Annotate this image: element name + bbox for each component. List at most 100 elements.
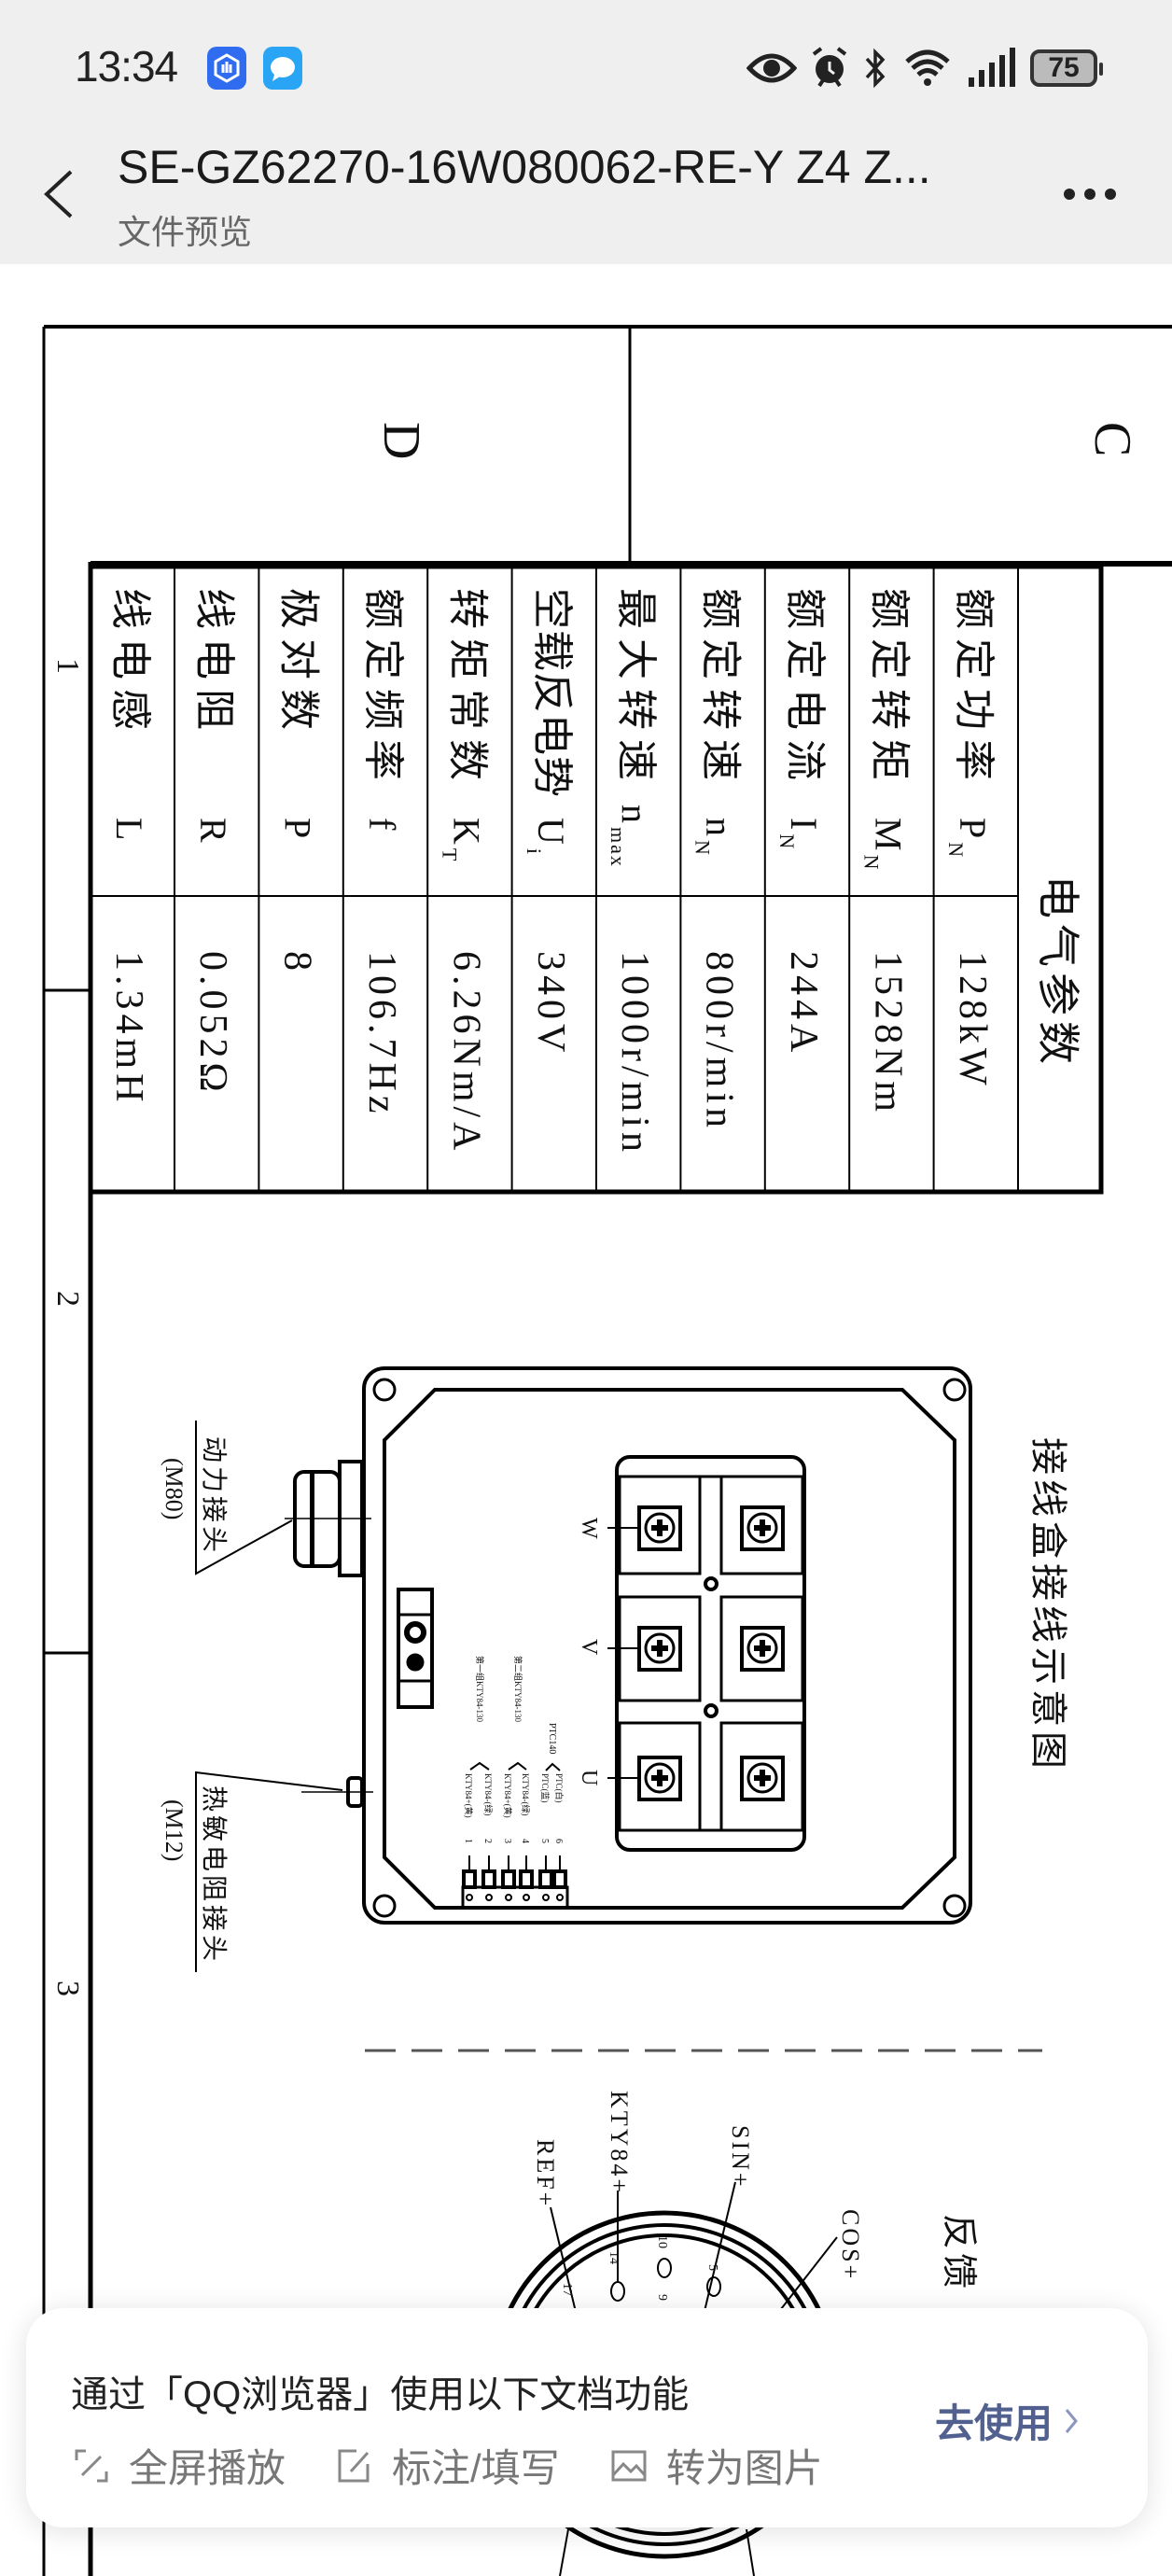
battery-icon: 75	[1030, 49, 1103, 87]
param-label: 线电感	[107, 588, 153, 739]
signal-label-kty84: KTY84+	[606, 2091, 633, 2195]
terminal-screw-icon	[637, 1756, 682, 1801]
param-label: 空载反电势	[529, 588, 575, 798]
power-connector-label: 动力接头	[199, 1436, 229, 1556]
chevron-right-icon	[1065, 2408, 1078, 2433]
param-label: 额定转速	[698, 588, 744, 790]
param-symbol: K	[445, 818, 487, 845]
terminal-pin	[552, 1855, 567, 1901]
messages-app-icon	[263, 47, 302, 90]
param-symbol: P	[952, 818, 994, 838]
param-symbol-subscript: N	[775, 833, 799, 850]
pin-number: 5	[705, 2264, 719, 2271]
pin-number: 5	[539, 1839, 550, 1843]
param-symbol: n	[614, 805, 656, 823]
signal-icon	[969, 48, 1015, 87]
zone-number-3: 3	[50, 1981, 85, 1996]
param-symbol: f	[361, 818, 403, 831]
param-symbol: P	[277, 818, 319, 838]
param-symbol: L	[108, 818, 150, 840]
image-icon	[611, 2450, 647, 2481]
pin-number: 3	[502, 1839, 512, 1843]
table-title: 电气参数	[1034, 875, 1081, 1070]
qq-browser-promo-card[interactable]: 通过「QQ浏览器」使用以下文档功能 全屏播放 标注/填写 转为图片 去使用	[26, 2308, 1148, 2527]
fullscreen-icon	[75, 2449, 108, 2482]
param-value: 340V	[529, 951, 572, 1057]
thermistor-connector-label: 热敏电阻接头	[199, 1785, 229, 1965]
fullscreen-feature[interactable]: 全屏播放	[73, 2437, 286, 2494]
param-symbol-subscript: max	[607, 827, 630, 868]
zone-number-1: 1	[50, 658, 85, 674]
pin-label: KTY84-(绿)	[483, 1773, 494, 1816]
param-symbol-subscript: i	[523, 848, 546, 856]
edit-icon	[338, 2449, 370, 2482]
param-value: 106.7Hz	[360, 951, 403, 1117]
pin-number: 14	[607, 2251, 621, 2264]
param-label: 转矩常数	[444, 588, 490, 790]
terminal-screw-icon	[740, 1505, 785, 1551]
param-value: 1528Nm	[866, 951, 909, 1116]
param-label: 额定功率	[951, 588, 997, 790]
pin-number: 6	[553, 1839, 564, 1843]
go-use-label: 去使用	[935, 2401, 1053, 2445]
terminal-pin	[538, 1855, 553, 1901]
pin-number: 9	[655, 2294, 669, 2301]
param-symbol-subscript: N	[859, 855, 883, 872]
promo-message: 通过「QQ浏览器」使用以下文档功能	[71, 2374, 690, 2415]
junction-box-title: 接线盒接线示意图	[1027, 1437, 1069, 1773]
table-row: 最大转速 n max 1000r/min	[607, 588, 659, 1156]
param-symbol-subscript: T	[438, 848, 461, 862]
pin-number: 10	[655, 2235, 669, 2248]
param-symbol: M	[867, 818, 909, 851]
table-row: 额定转速 nN 800r/min	[691, 588, 744, 1132]
bluetooth-icon	[865, 48, 886, 89]
param-symbol: U	[530, 818, 572, 845]
accessibility-app-icon	[207, 47, 246, 90]
signal-label-cos: COS+	[837, 2209, 864, 2281]
param-symbol: I	[783, 818, 825, 830]
phase-label-u: U	[577, 1770, 601, 1785]
param-symbol-subscript: N	[691, 840, 715, 857]
annotate-label: 标注/填写	[392, 2446, 560, 2490]
param-symbol: n	[699, 818, 741, 836]
terminal-screw-icon	[740, 1756, 785, 1801]
param-label: 最大转速	[613, 588, 659, 790]
back-button[interactable]	[37, 168, 84, 220]
ptc-group-label: PTC140	[547, 1723, 557, 1754]
power-connector-size: (M80)	[160, 1458, 188, 1519]
app-bar	[0, 135, 1172, 264]
to-image-feature[interactable]: 转为图片	[610, 2437, 823, 2494]
to-image-label: 转为图片	[665, 2446, 823, 2490]
terminal-pin	[519, 1855, 534, 1901]
param-value: 800r/min	[698, 951, 741, 1132]
pin-label: PTC(蓝)	[540, 1773, 551, 1803]
junction-box-diagram	[195, 1366, 972, 1972]
terminal-screw-icon	[637, 1626, 682, 1672]
cad-drawing[interactable]: D C 1 2 3 电气参数 额定功率PN128kW额定转矩MN1528Nm额定…	[0, 264, 1172, 2576]
param-value: 6.26Nm/A	[444, 951, 487, 1155]
table-row: 额定转矩 MN 1528Nm	[859, 588, 912, 1116]
go-use-button[interactable]: 去使用	[935, 2392, 1079, 2449]
pin-number: 4	[520, 1839, 530, 1843]
param-symbol: R	[192, 818, 234, 843]
pin-label: KTY84-(绿)	[521, 1773, 531, 1816]
param-value: 1000r/min	[613, 951, 656, 1156]
annotate-feature[interactable]: 标注/填写	[336, 2437, 560, 2494]
more-options-button[interactable]	[1062, 183, 1118, 205]
signal-label-sin: SIN+	[727, 2125, 754, 2190]
param-label: 线电阻	[191, 588, 237, 739]
param-value: 0.052Ω	[191, 951, 234, 1097]
alarm-icon	[812, 47, 847, 88]
phase-label-v: V	[577, 1639, 601, 1656]
param-value: 8	[276, 951, 319, 975]
eye-icon	[746, 53, 797, 83]
feedback-title: 反馈	[939, 2214, 978, 2292]
param-label: 额定电流	[782, 588, 828, 790]
pin-label: KTY84+(黄)	[503, 1773, 513, 1818]
param-label: 额定转矩	[866, 588, 912, 790]
